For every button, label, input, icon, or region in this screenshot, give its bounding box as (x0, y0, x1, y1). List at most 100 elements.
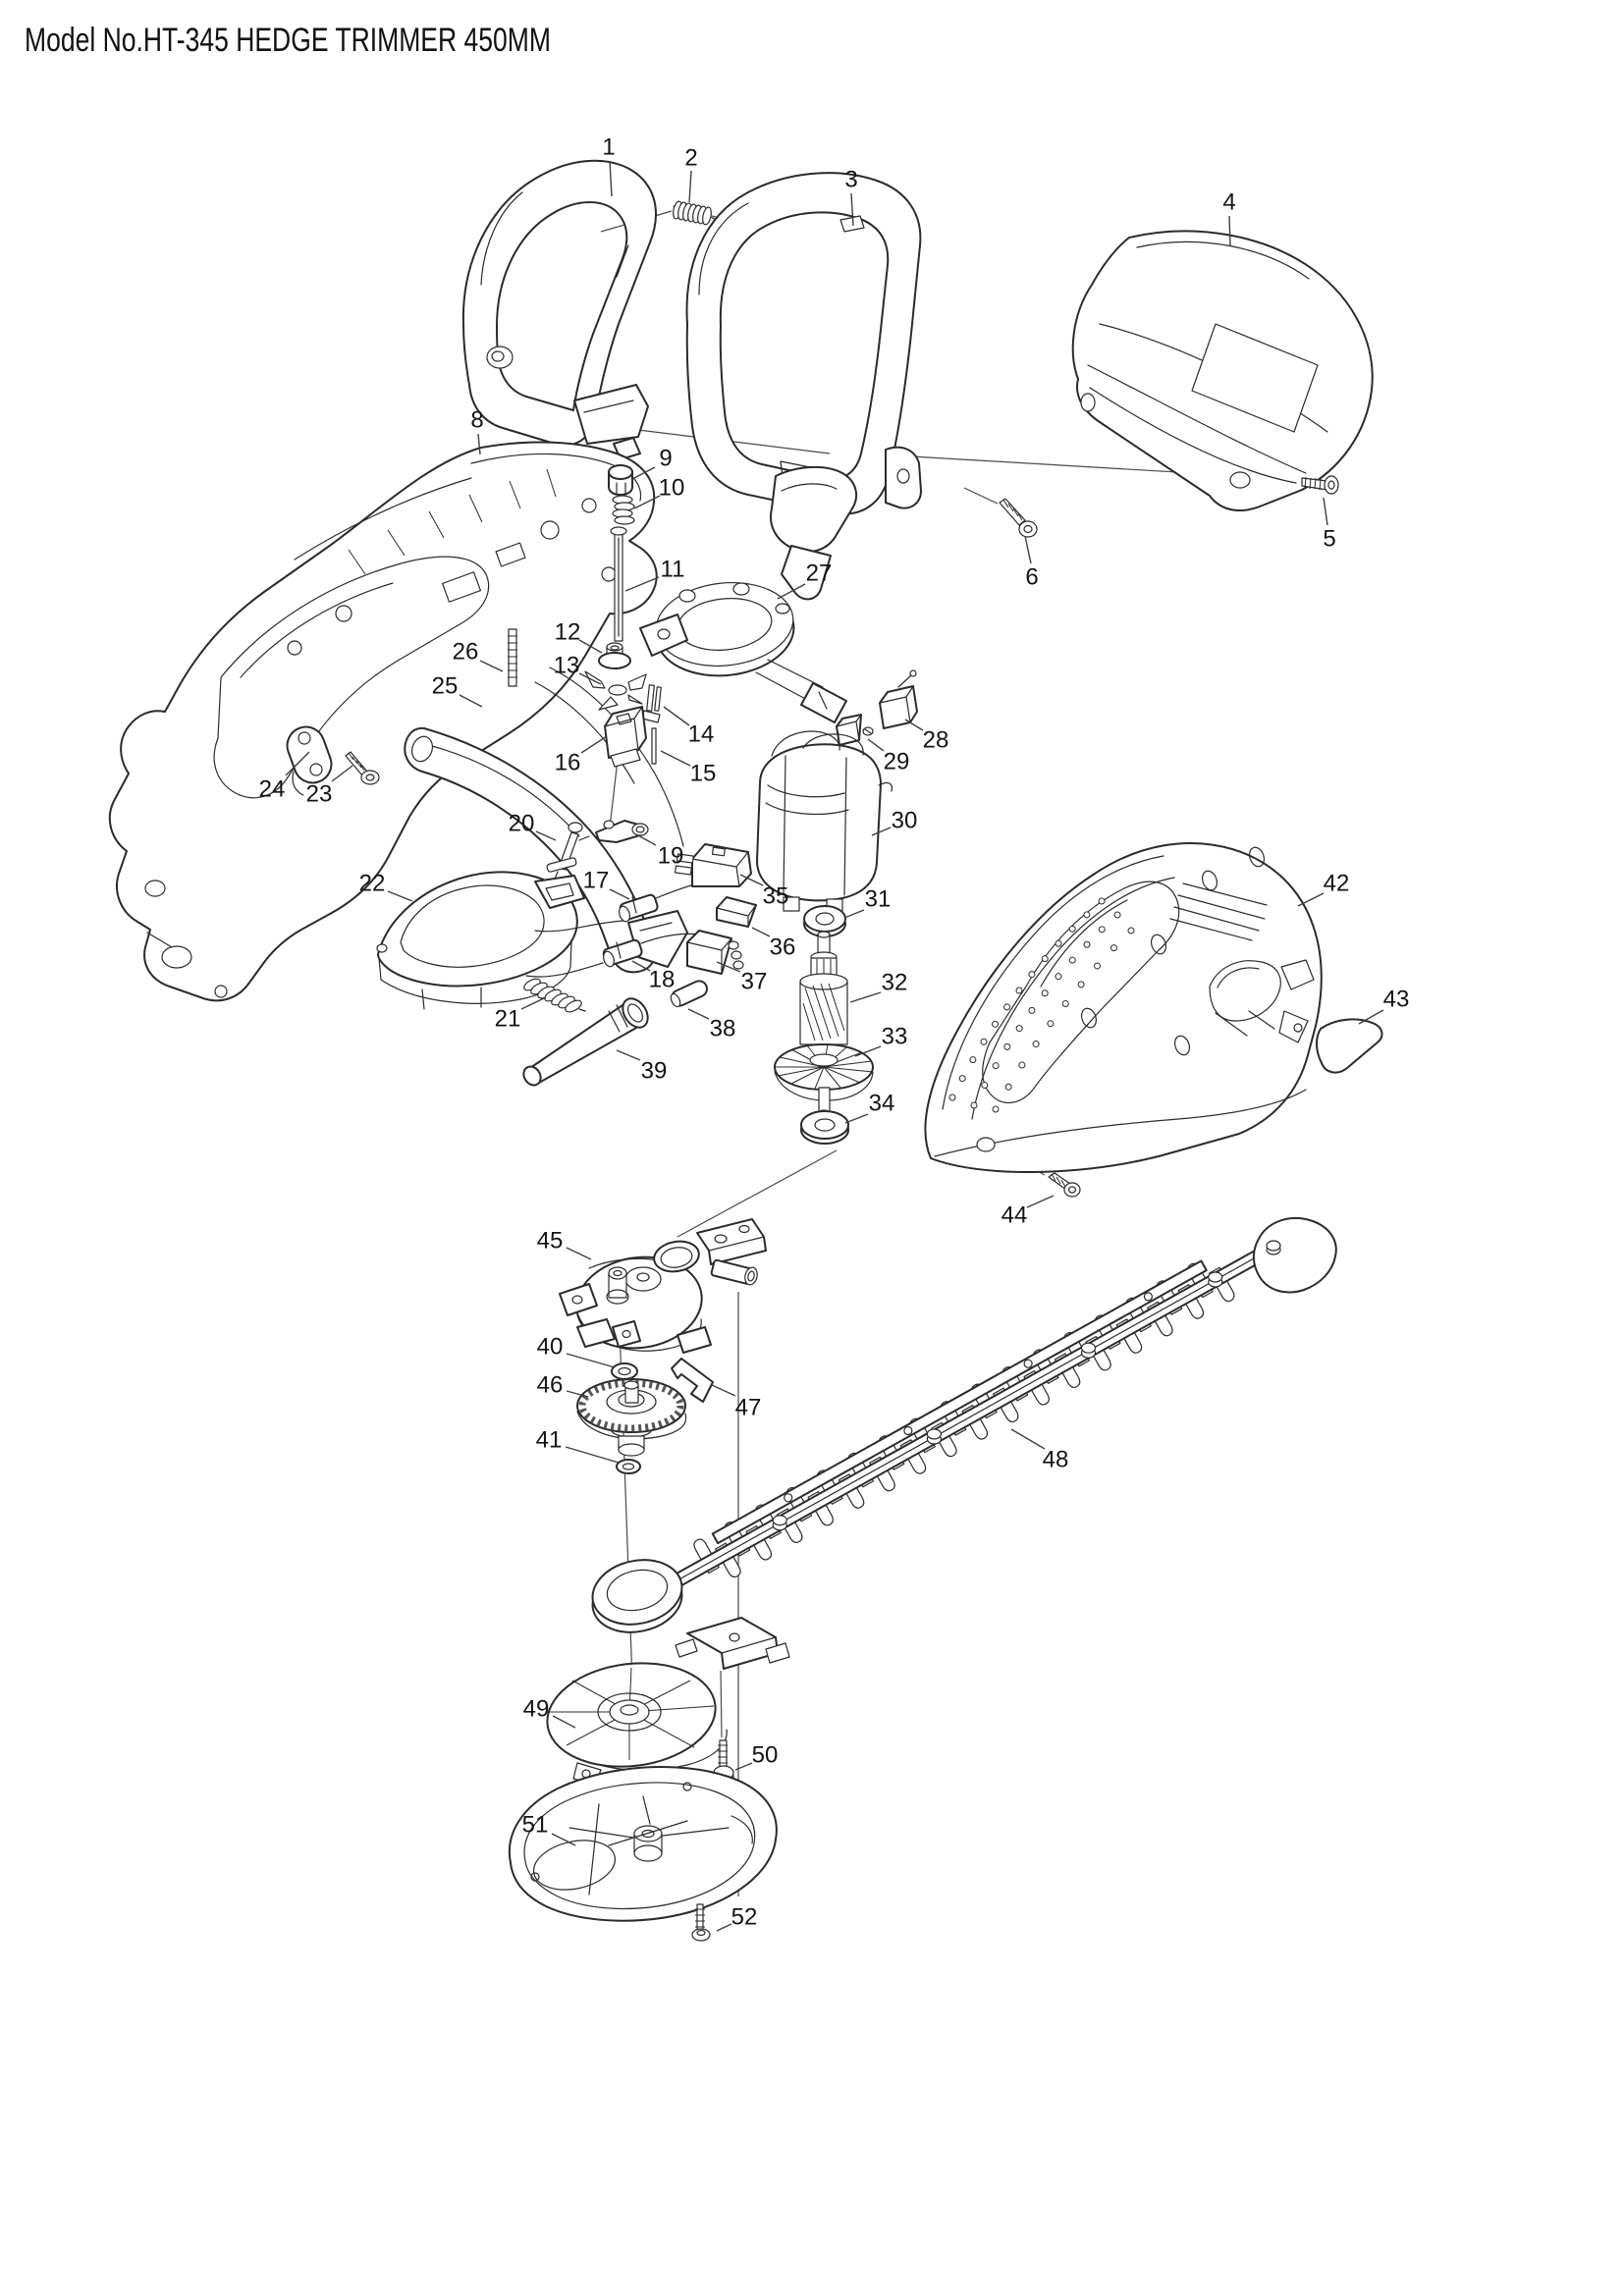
part-45-gear-housing (559, 1218, 767, 1354)
part-label-5: 5 (1323, 526, 1335, 553)
housing-vent-hole (1055, 973, 1062, 981)
part-leader-2 (688, 170, 692, 203)
part-label-16: 16 (555, 750, 581, 776)
housing-vent-hole (1028, 971, 1036, 979)
part-leader-25 (459, 694, 483, 708)
part-10-spring (612, 495, 635, 525)
part-37-connector (686, 930, 744, 975)
part-label-22: 22 (359, 871, 386, 897)
part-leader-42 (1297, 892, 1325, 907)
part-22-switch-handle-base (376, 871, 585, 1010)
part-label-10: 10 (659, 475, 685, 502)
part-leader-4 (1228, 215, 1231, 246)
part-24-cushion (286, 725, 333, 796)
part-leader-10 (633, 495, 661, 509)
blade-bolt (772, 1515, 787, 1526)
part-28-brush-holder (879, 669, 918, 729)
part-leader-34 (844, 1113, 869, 1124)
part-leader-8 (477, 433, 481, 455)
part-13-impeller (584, 670, 647, 711)
part-leader-15 (660, 750, 691, 767)
part-label-42: 42 (1324, 871, 1350, 897)
housing-vent-hole (1003, 1042, 1011, 1050)
part-leader-40 (566, 1353, 616, 1368)
part-34-ball-bearing (800, 1110, 849, 1145)
part-1-front-handle (461, 159, 657, 460)
part-leader-5 (1323, 497, 1328, 526)
part-19-lever (578, 820, 649, 843)
part-label-51: 51 (522, 1812, 549, 1839)
housing-vent-hole (1127, 927, 1135, 934)
part-label-47: 47 (735, 1395, 762, 1421)
part-label-8: 8 (470, 407, 483, 434)
part-label-9: 9 (659, 446, 672, 472)
part-leader-26 (479, 660, 504, 672)
part-leader-17 (609, 888, 630, 900)
part-leader-22 (387, 890, 413, 902)
part-8-motor-housing-left (108, 441, 684, 1002)
part-52-screw (691, 1903, 711, 1942)
part-label-15: 15 (690, 761, 717, 787)
housing-vent-hole (970, 1101, 978, 1109)
part-21-spring (523, 978, 586, 1013)
part-31-ball-bearing (803, 905, 846, 937)
part-leader-46 (566, 1390, 589, 1398)
part-leader-18 (631, 960, 651, 972)
part-leader-50 (734, 1762, 753, 1771)
part-label-27: 27 (806, 561, 833, 587)
part-38-sleeve (670, 980, 708, 1008)
part-leader-51 (551, 1833, 576, 1846)
housing-vent-hole (1113, 911, 1121, 919)
part-label-36: 36 (770, 934, 796, 961)
part-label-14: 14 (688, 721, 715, 748)
part-label-2: 2 (684, 145, 697, 172)
part-5-screw (1301, 475, 1339, 495)
part-leader-47 (711, 1384, 736, 1397)
blade-bolt (1080, 1342, 1097, 1354)
part-label-48: 48 (1043, 1447, 1069, 1473)
part-leader-3 (850, 192, 854, 227)
part-leader-44 (1026, 1195, 1055, 1208)
housing-vent-hole (1041, 955, 1049, 963)
part-16-switch-block (604, 706, 647, 768)
part-label-31: 31 (865, 886, 892, 913)
part-label-37: 37 (741, 969, 768, 995)
part-14-plate-key (641, 684, 662, 723)
part-label-4: 4 (1222, 189, 1235, 216)
housing-vent-hole (1003, 1003, 1011, 1011)
part-label-25: 25 (432, 673, 459, 700)
part-11-rod (610, 526, 627, 642)
part-leader-30 (871, 827, 892, 836)
housing-vent-hole (1028, 1006, 1036, 1014)
part-32-armature (774, 931, 874, 1117)
part-48-blade-assembly (591, 1217, 1337, 1633)
part-46-gear (576, 1378, 687, 1457)
part-label-13: 13 (554, 653, 580, 679)
part-label-17: 17 (583, 868, 610, 894)
part-leader-6 (1024, 535, 1032, 564)
part-label-50: 50 (752, 1742, 779, 1769)
part-leader-24 (285, 751, 310, 776)
part-15-pin (651, 727, 657, 765)
housing-vent-hole (1041, 989, 1049, 997)
part-leader-29 (867, 738, 885, 752)
part-leader-49 (552, 1715, 576, 1729)
part-29-carbon-brush (836, 714, 874, 746)
part-40-washer (611, 1362, 638, 1380)
part-label-11: 11 (661, 557, 685, 583)
housing-vent-hole (1094, 962, 1102, 970)
housing-vent-hole (1004, 1083, 1012, 1091)
part-label-3: 3 (844, 167, 857, 193)
housing-vent-hole (1110, 944, 1117, 952)
housing-vent-hole (1083, 911, 1091, 919)
housing-vent-hole (1061, 999, 1069, 1007)
housing-vent-hole (1098, 926, 1106, 934)
part-leader-31 (843, 909, 865, 919)
housing-vent-hole (958, 1075, 966, 1083)
part-leader-20 (535, 830, 557, 841)
housing-vent-hole (1068, 956, 1076, 964)
part-33-fan (774, 1043, 874, 1101)
part-label-49: 49 (523, 1696, 550, 1723)
